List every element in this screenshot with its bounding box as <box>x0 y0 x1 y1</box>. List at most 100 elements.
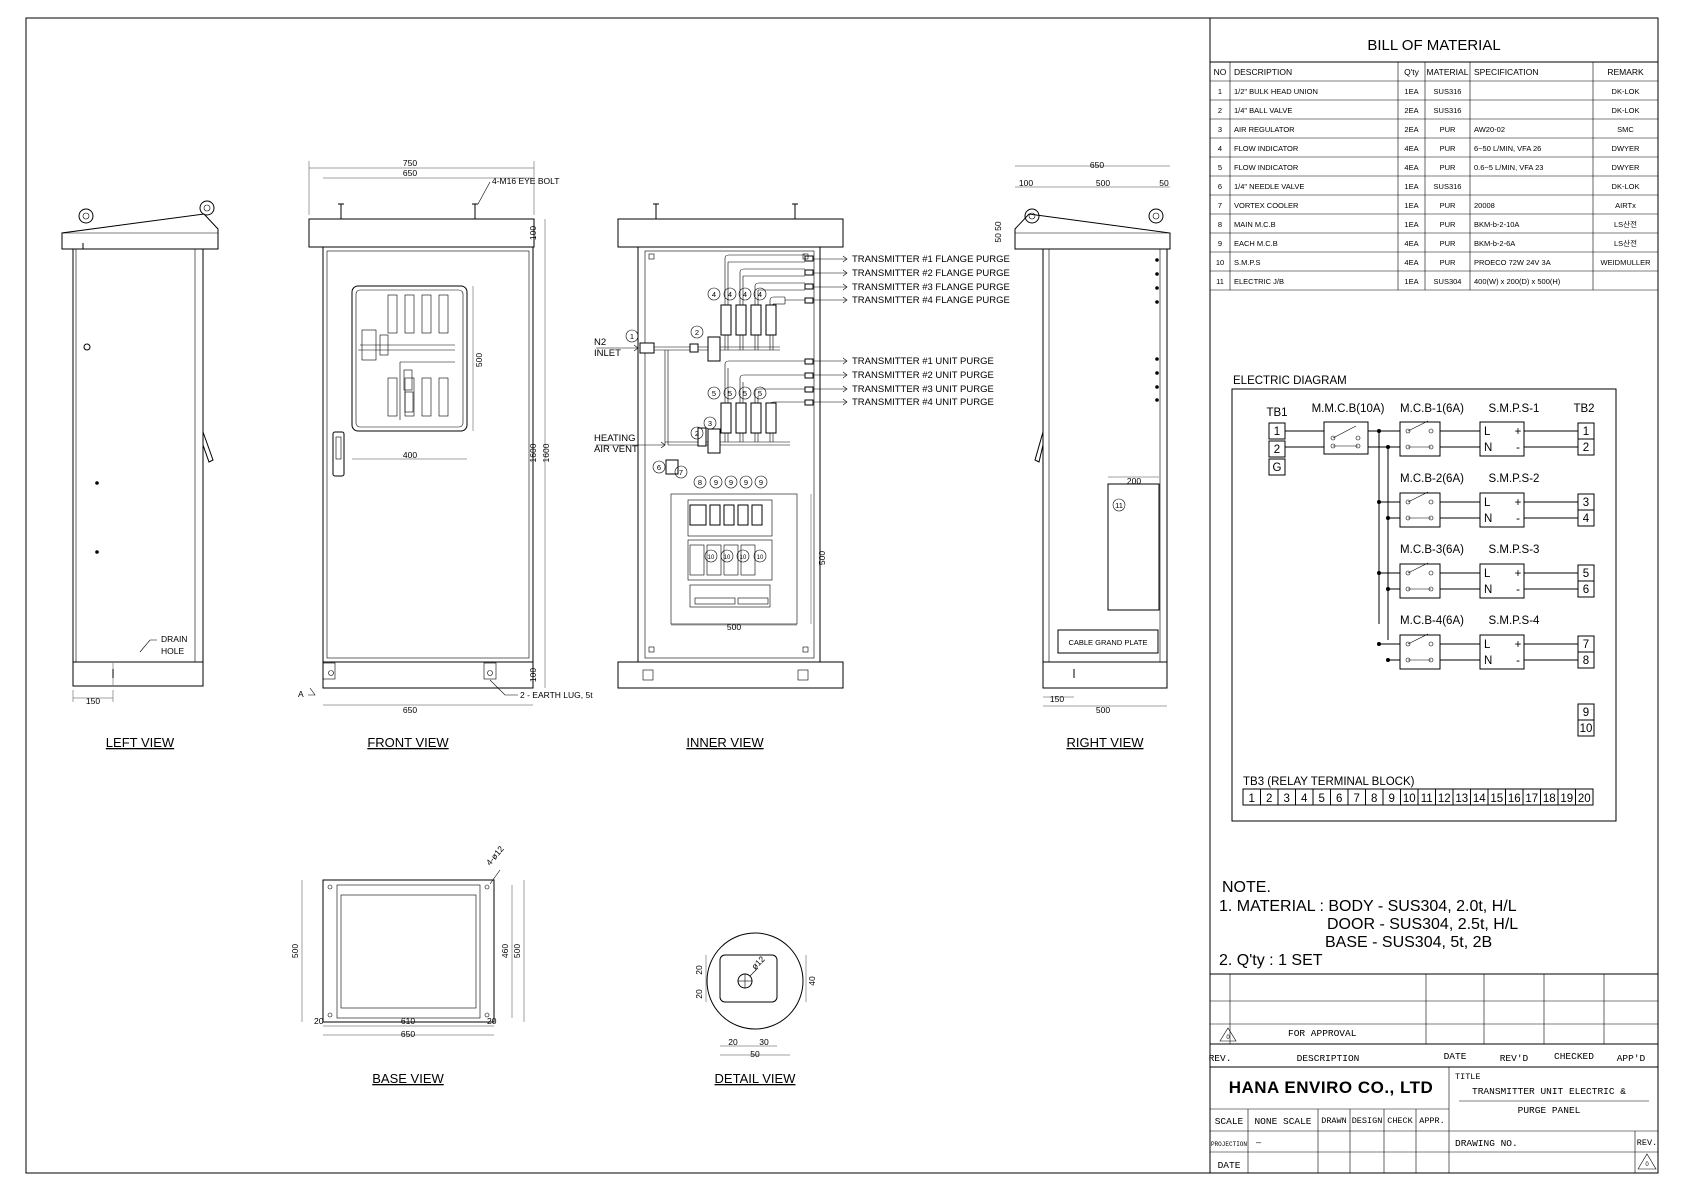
bom-cell: 3 <box>1218 125 1222 134</box>
tb1-terminal <box>1268 440 1286 458</box>
bom-cell: 1 <box>1218 87 1222 96</box>
smps-plus: + <box>1515 426 1522 438</box>
bom-cell: 400(W) x 200(D) x 500(H) <box>1474 277 1561 286</box>
tb3-terminal-label: 7 <box>1354 793 1360 805</box>
smps-plus: + <box>1515 497 1522 509</box>
right-view-label: RIGHT VIEW <box>1066 735 1144 750</box>
detail-view: ø12 20 20 40 20 30 50 DETAIL VIEW <box>694 932 817 1086</box>
bom-cell: 5 <box>1218 163 1222 172</box>
bom-cell: ELECTRIC J/B <box>1234 277 1284 286</box>
mcb-breaker <box>1399 421 1441 457</box>
bom-cell: 8 <box>1218 220 1222 229</box>
tb-date: DATE <box>1444 1051 1467 1062</box>
earth-lug-callout: 2 - EARTH LUG, 5t <box>520 690 593 700</box>
balloon-9c: 9 <box>744 478 748 487</box>
purge-label-1: TRANSMITTER #1 FLANGE PURGE <box>852 254 1010 265</box>
tb3-terminal-label: 1 <box>1249 793 1255 805</box>
base-view-label: BASE VIEW <box>372 1071 444 1086</box>
tb2-terminal-label: 7 <box>1583 639 1589 651</box>
rev-mark-2: 0 <box>1645 1162 1649 1168</box>
smps-unit <box>1479 492 1525 528</box>
balloon-9b: 9 <box>729 478 733 487</box>
bom-cell: DK-LOK <box>1612 87 1640 96</box>
notes: NOTE. 1. MATERIAL : BODY - SUS304, 2.0t,… <box>1219 879 1518 969</box>
tb2-terminal-label: 9 <box>1583 707 1589 719</box>
bom-cell: 7 <box>1218 201 1222 210</box>
tb3-terminal-label: 20 <box>1578 793 1591 805</box>
bom-cell: 0.6~5 L/MIN, VFA 23 <box>1474 163 1543 172</box>
smps-n: N <box>1484 655 1492 667</box>
balloon-3: 3 <box>708 419 712 428</box>
dim-detail-30: 30 <box>759 1037 769 1047</box>
tb-date-label: DATE <box>1218 1160 1241 1171</box>
balloon-5c: 5 <box>743 389 747 398</box>
bom-header-2: Q'ty <box>1404 67 1420 77</box>
tb3-terminal-label: 3 <box>1284 793 1290 805</box>
smps-l: L <box>1484 639 1491 651</box>
dim-base-500-right: 500 <box>512 944 522 958</box>
balloon-1: 1 <box>630 332 634 341</box>
balloon-2b: 2 <box>695 429 699 438</box>
bom-cell: SUS316 <box>1434 106 1462 115</box>
tb2-terminal <box>1577 651 1595 669</box>
tb-title-label: TITLE <box>1455 1072 1481 1082</box>
bom-cell: PUR <box>1440 125 1456 134</box>
note-line-3: BASE - SUS304, 5t, 2B <box>1325 934 1492 951</box>
tb2-terminal-label: 6 <box>1583 584 1589 596</box>
tb3-terminal-label: 2 <box>1266 793 1272 805</box>
dim-base-20-right: 20 <box>487 1016 497 1026</box>
tb3-terminal-label: 13 <box>1455 793 1468 805</box>
bom-cell: AIRTx <box>1615 201 1636 210</box>
smps-minus: - <box>1516 584 1520 596</box>
bom-cell: 1EA <box>1404 87 1418 96</box>
smps-l: L <box>1484 497 1491 509</box>
balloon-5d: 5 <box>758 389 762 398</box>
smps-minus: - <box>1516 442 1520 454</box>
tb-drawing-no: DRAWING NO. <box>1455 1138 1518 1149</box>
bom-cell: 10 <box>1216 258 1224 267</box>
mcb-breaker <box>1399 563 1441 599</box>
smps-n: N <box>1484 442 1492 454</box>
detail-hole-dim: ø12 <box>749 954 767 972</box>
left-view-label: LEFT VIEW <box>106 735 175 750</box>
bom-cell: PUR <box>1440 201 1456 210</box>
bom-cell: 1EA <box>1404 201 1418 210</box>
bom-cell: 1EA <box>1404 220 1418 229</box>
bom-cell: PUR <box>1440 144 1456 153</box>
tb3-terminal-label: 16 <box>1508 793 1521 805</box>
electric-diagram: ELECTRIC DIAGRAM TB1 TB2 M.M.C.B(10A) 12… <box>1231 375 1617 822</box>
bom-title: BILL OF MATERIAL <box>1367 37 1500 54</box>
title-block: 0 FOR APPROVAL REV. DESCRIPTION DATE REV… <box>1209 973 1658 1173</box>
bom-cell: SUS304 <box>1434 277 1462 286</box>
dim-inner-500-h: 500 <box>727 622 741 632</box>
tb3-terminal-label: 6 <box>1336 793 1342 805</box>
smps-label-2: S.M.P.S-2 <box>1489 473 1540 485</box>
balloon-4c: 4 <box>743 290 747 299</box>
bom-cell: SUS316 <box>1434 87 1462 96</box>
smps-minus: - <box>1516 655 1520 667</box>
tb2-terminal-label: 10 <box>1580 723 1593 735</box>
balloon-10d: 10 <box>757 555 764 561</box>
bom-cell: FLOW INDICATOR <box>1234 144 1299 153</box>
dim-front-1600-a: 1600 <box>528 443 538 462</box>
bom-cell: BKM-b-2-10A <box>1474 220 1519 229</box>
dim-front-650-top: 650 <box>403 168 417 178</box>
note-title: NOTE. <box>1222 879 1271 896</box>
bom-cell: 4EA <box>1404 163 1418 172</box>
n2-label-1: N2 <box>594 337 606 348</box>
dim-window-500: 500 <box>474 353 484 367</box>
mmcb-label: M.M.C.B(10A) <box>1312 403 1385 415</box>
bom-cell: PUR <box>1440 220 1456 229</box>
dim-right-150: 150 <box>1050 694 1064 704</box>
company-name: HANA ENVIRO CO., LTD <box>1229 1078 1434 1097</box>
smps-unit <box>1479 634 1525 670</box>
bom-header-5: REMARK <box>1607 67 1644 77</box>
bom-cell: 1/4" BALL VALVE <box>1234 106 1292 115</box>
smps-label-3: S.M.P.S-3 <box>1489 544 1540 556</box>
dim-left-150: 150 <box>86 696 100 706</box>
front-view: 750 650 4-M16 EYE BOLT 100 1600 1600 100… <box>298 158 593 750</box>
tb-revd: REV'D <box>1500 1053 1529 1064</box>
bom-cell: 1EA <box>1404 277 1418 286</box>
sheet-border <box>25 17 1659 1174</box>
